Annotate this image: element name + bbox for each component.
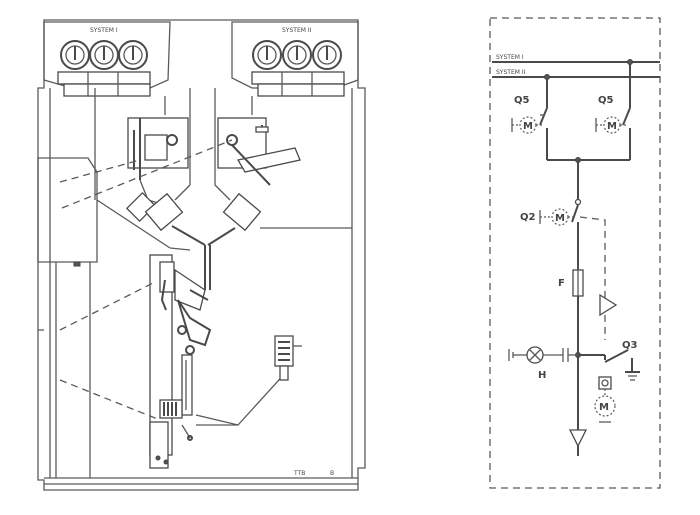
busbar-system-2-label: SYSTEM II xyxy=(282,27,312,34)
earthing-switch-q3: Q3 M xyxy=(578,340,640,423)
q2-motor-label: M xyxy=(555,213,565,224)
cable-termination xyxy=(568,355,588,456)
voltage-sensor-symbol xyxy=(599,293,618,317)
disconnector-q5-right: Q5 M xyxy=(595,59,633,142)
q3-label: Q3 xyxy=(622,340,638,351)
current-transformers xyxy=(125,191,262,290)
busbar-insulators-1 xyxy=(57,40,151,97)
interlock-lines xyxy=(59,139,233,421)
main-switch-q2: Q2 M xyxy=(520,204,606,340)
q2-label: Q2 xyxy=(520,212,536,223)
schematic-busbar-2-label: SYSTEM II xyxy=(496,69,526,76)
corner-label-2: B xyxy=(330,470,334,477)
q3-motor-label: M xyxy=(599,402,609,413)
schematic-busbar-1-label: SYSTEM I xyxy=(496,54,524,61)
q5-right-motor-label: M xyxy=(607,121,617,132)
q5-left-motor-label: M xyxy=(523,121,533,132)
busbar-insulators-2 xyxy=(251,40,345,97)
corner-label-1: TTB xyxy=(293,470,305,477)
cable-compartment-device xyxy=(196,335,302,426)
indicator-h: H xyxy=(508,346,581,381)
fuse-label: F xyxy=(558,278,565,289)
busbar-system-1-label: SYSTEM I xyxy=(90,27,118,34)
common-node xyxy=(546,142,631,206)
cabinet-outline xyxy=(37,19,366,491)
fuse-f: F xyxy=(558,266,584,355)
q5-right-label: Q5 xyxy=(598,95,614,106)
indicator-label: H xyxy=(538,370,546,381)
circuit-breaker-carriage xyxy=(149,254,239,469)
low-voltage-compartment xyxy=(37,157,191,478)
panel-boundary xyxy=(489,17,661,489)
q5-left-label: Q5 xyxy=(514,95,530,106)
busbar-system-1: SYSTEM I xyxy=(492,54,660,63)
disconnector-left xyxy=(127,117,189,206)
switchgear-cross-section: SYSTEM I SYSTEM II xyxy=(37,19,366,491)
single-line-schematic: SYSTEM I SYSTEM II Q5 M Q5 xyxy=(489,17,661,489)
compartment-walls xyxy=(94,88,352,229)
busbar-system-2: SYSTEM II xyxy=(492,69,660,78)
disconnector-q5-left: Q5 M xyxy=(511,74,550,142)
disconnector-right xyxy=(217,117,301,186)
